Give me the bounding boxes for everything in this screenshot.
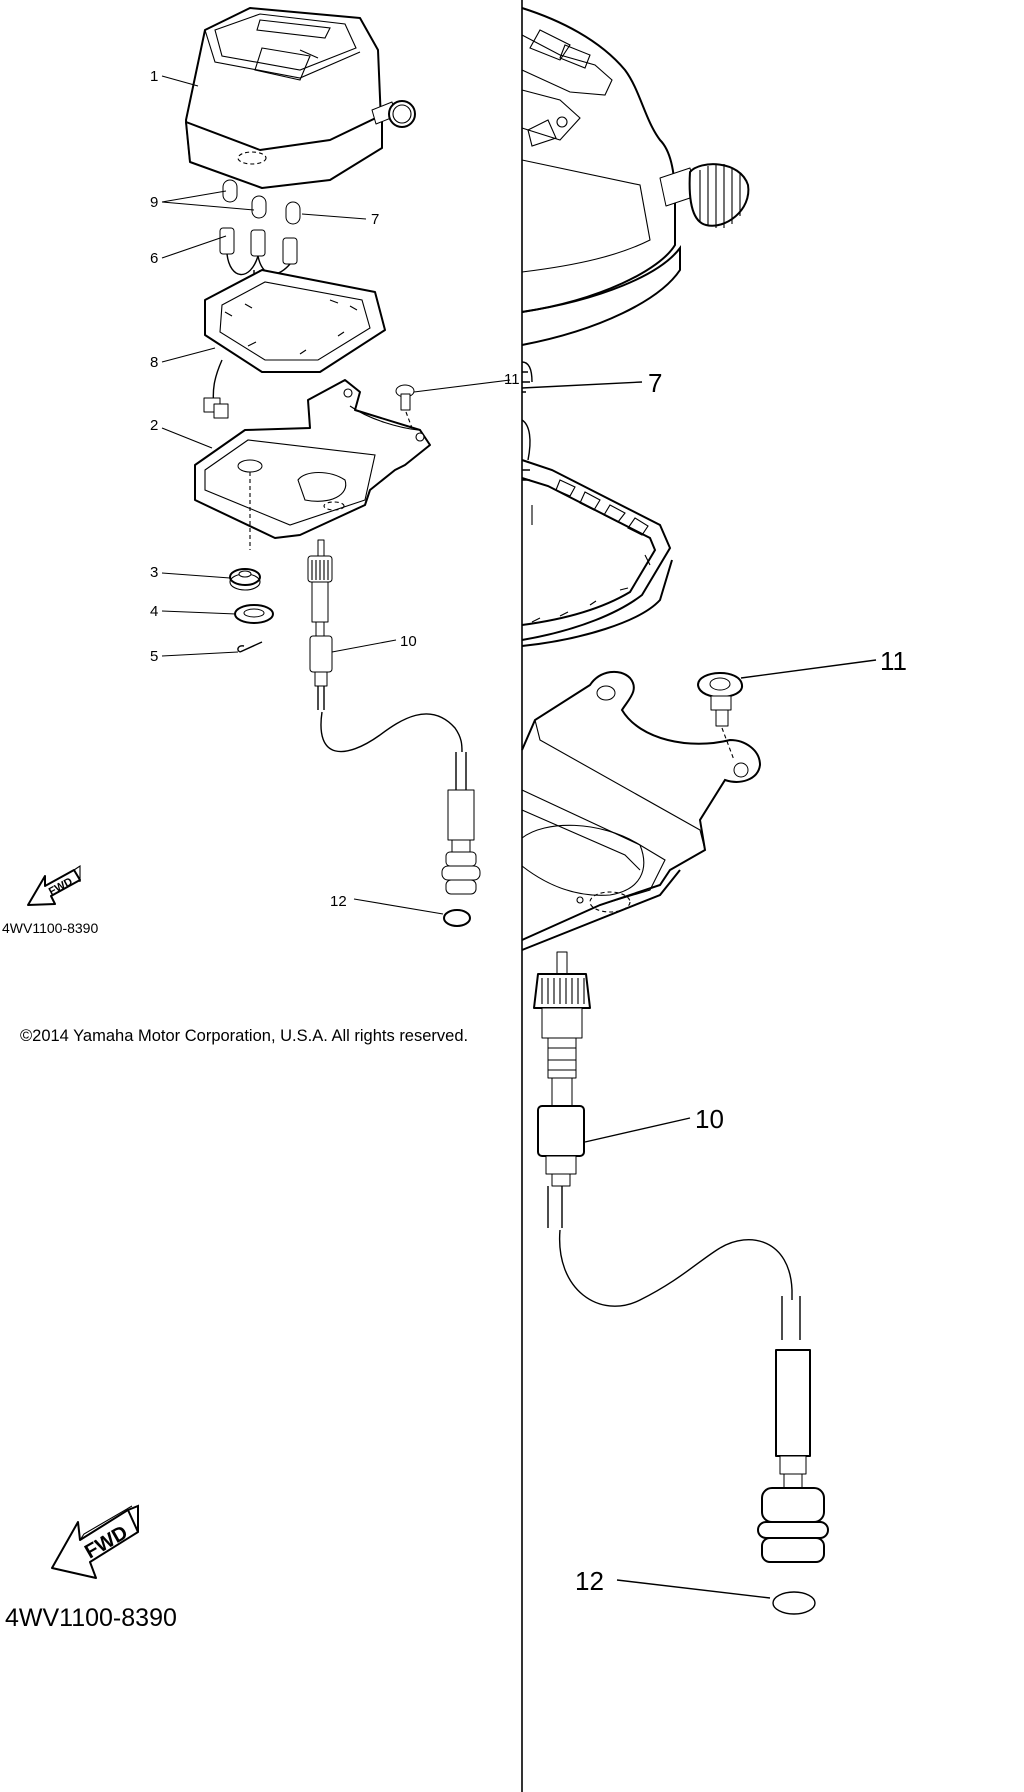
zoom-meter-housing (521, 7, 750, 346)
copyright-notice: ©2014 Yamaha Motor Corporation, U.S.A. A… (20, 1027, 469, 1045)
zoom-meter-bracket (521, 670, 762, 951)
o-ring (443, 909, 471, 927)
label-2: 2 (150, 417, 158, 434)
label-6: 6 (150, 250, 158, 267)
grommet (229, 568, 261, 591)
bulbs (222, 179, 301, 225)
label-3: 3 (150, 564, 158, 581)
label-1: 1 (150, 68, 158, 85)
label-4: 4 (150, 603, 158, 620)
zoom-label-11: 11 (880, 646, 907, 676)
part-numbers: 1 2 3 4 5 6 7 8 9 10 11 12 (150, 68, 520, 910)
zoom-leader-lines (521, 381, 877, 1599)
fwd-text-small: FWD (47, 876, 75, 898)
clip (237, 641, 263, 653)
full-exploded-view: 1 2 3 4 5 6 7 8 9 10 11 12 FWD 4WV1100-8… (2, 7, 520, 936)
bolt (395, 384, 415, 429)
label-9: 9 (150, 194, 158, 211)
fwd-arrow-large: FWD (51, 1504, 139, 1579)
diagram-code-large: 4WV1100-8390 (5, 1604, 177, 1632)
washer (234, 604, 274, 624)
zoom-label-10: 10 (695, 1104, 724, 1134)
meter-gasket (203, 269, 386, 419)
zoom-meter-gasket (521, 459, 673, 647)
label-10: 10 (400, 633, 417, 650)
label-8: 8 (150, 354, 158, 371)
zoomed-view: 7 11 10 12 (521, 0, 1024, 1792)
zoom-speedometer-cable (533, 951, 829, 1563)
meter-bracket (194, 379, 431, 550)
diagram-code-small: 4WV1100-8390 (2, 920, 98, 936)
zoom-bulb (521, 361, 533, 383)
leader-lines (161, 75, 511, 915)
label-7: 7 (371, 211, 379, 228)
zoom-bulb-lines (522, 371, 530, 393)
label-5: 5 (150, 648, 158, 665)
zoom-o-ring (772, 1591, 816, 1615)
zoom-bolt (697, 672, 743, 761)
fwd-arrow-small: FWD (27, 864, 81, 906)
speedometer-cable (307, 539, 481, 895)
zoom-label-12: 12 (575, 1566, 604, 1596)
label-12: 12 (330, 893, 347, 910)
zoom-label-7: 7 (648, 368, 662, 398)
label-11: 11 (504, 371, 520, 388)
meter-housing (185, 7, 416, 189)
